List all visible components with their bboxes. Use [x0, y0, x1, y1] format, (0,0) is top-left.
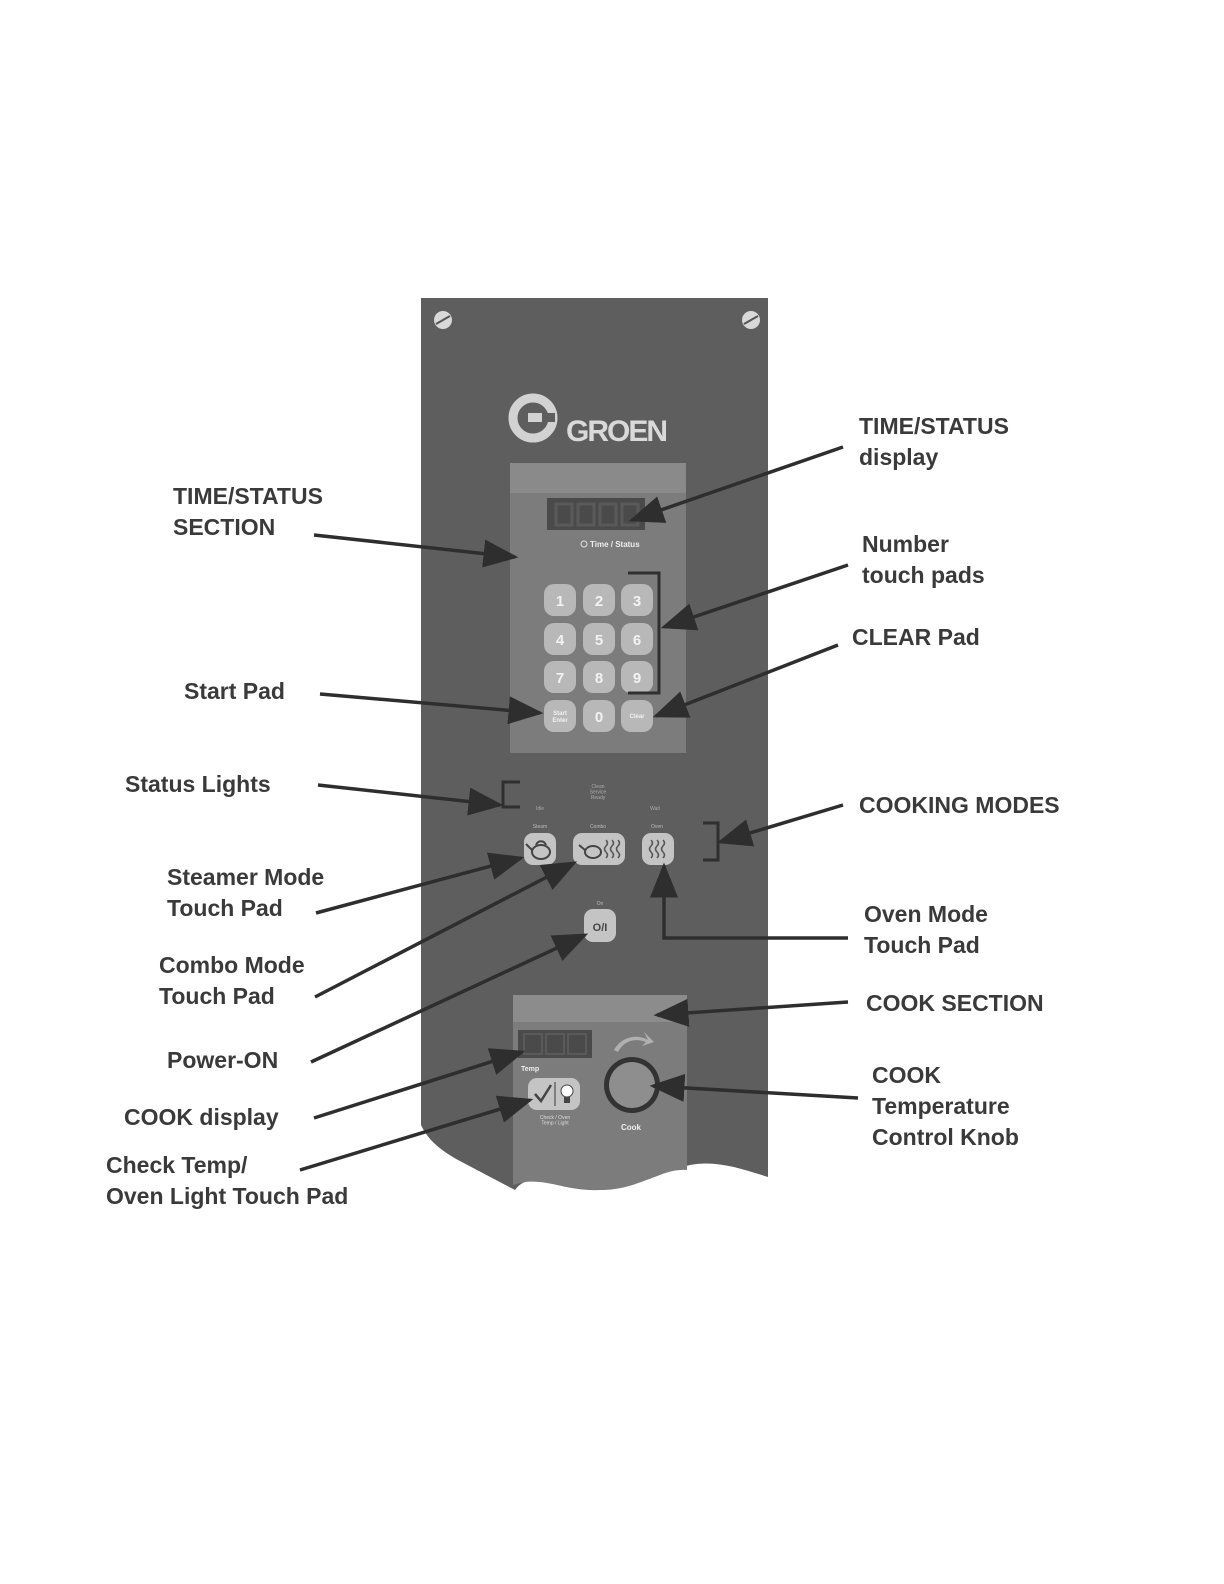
heat-waves-icon [603, 839, 621, 859]
callout-clear-pad: CLEAR Pad [852, 624, 980, 650]
callout-time-status-display: TIME/STATUS display [859, 413, 1009, 470]
keypad-key-5[interactable]: 5 [583, 623, 615, 655]
arrow-number-touch-pads [660, 563, 849, 631]
keypad-key-label: 9 [633, 670, 641, 687]
arrow-time-status-section [313, 533, 519, 568]
checkmark-icon [534, 1084, 553, 1104]
keypad-key-4[interactable]: 4 [544, 623, 576, 655]
keypad-bracket [628, 571, 661, 695]
keypad-key-label: 5 [595, 632, 603, 649]
callout-status-lights: Status Lights [125, 771, 271, 797]
check-temp-oven-light-button[interactable] [528, 1078, 580, 1110]
arrow-cook-section [653, 998, 849, 1027]
keypad-key-label: 1 [556, 593, 564, 610]
keypad-key-2[interactable]: 2 [583, 584, 615, 616]
keypad-key-label: Start [553, 711, 567, 717]
keypad-key-label: 0 [595, 709, 603, 726]
on-label: On [597, 901, 604, 907]
oven-mode-button[interactable] [642, 833, 674, 865]
cook-display-digits [523, 1033, 587, 1055]
keypad-key-3[interactable]: 3 [621, 584, 653, 616]
cook-temperature-knob[interactable] [604, 1057, 660, 1113]
arrow-check-temp [299, 1095, 534, 1172]
callout-steamer-mode: Steamer Mode Touch Pad [167, 864, 325, 921]
keypad-key-1[interactable]: 1 [544, 584, 576, 616]
callout-number-touch-pads: Number touch pads [862, 531, 985, 588]
groen-logo: GROEN [508, 393, 668, 448]
arrow-status-lights [317, 783, 504, 816]
cook-label: Cook [621, 1123, 642, 1132]
keypad-key-label: 8 [595, 670, 603, 687]
keypad-key-label: 4 [556, 632, 565, 649]
screw-icon [742, 311, 760, 329]
kettle-icon [578, 844, 602, 859]
oven-label: Oven [651, 824, 663, 830]
callout-cook-knob: COOK Temperature Control Knob [872, 1062, 1019, 1150]
keypad-key-7[interactable]: 7 [544, 661, 576, 693]
keypad-key-label: Enter [552, 718, 568, 724]
kettle-icon [525, 840, 551, 860]
callout-cook-display: COOK display [124, 1104, 279, 1130]
combo-mode-button[interactable] [573, 833, 625, 865]
keypad-key-8[interactable]: 8 [583, 661, 615, 693]
callout-check-temp: Check Temp/ Oven Light Touch Pad [106, 1152, 349, 1209]
power-on-button[interactable]: O/I [584, 909, 616, 942]
callout-start-pad: Start Pad [184, 678, 285, 704]
temp-label: Temp [521, 1066, 539, 1073]
time-status-label: Time / Status [590, 540, 640, 549]
cook-section-header [513, 995, 687, 1022]
arrow-cooking-modes [716, 803, 844, 847]
keypad-key-label: 7 [556, 670, 564, 687]
heat-waves-icon [648, 839, 666, 859]
rotate-arrow-icon [614, 1032, 654, 1052]
lightbulb-icon [560, 1084, 574, 1103]
arrow-oven-mode [650, 862, 848, 940]
callout-oven-mode: Oven Mode Touch Pad [864, 901, 988, 958]
clear-button[interactable]: Clear [621, 700, 653, 732]
arrow-cook-knob [649, 1073, 859, 1102]
arrow-clear-pad [652, 643, 839, 718]
callout-combo-mode: Combo Mode Touch Pad [159, 952, 305, 1009]
keypad-key-label: 6 [633, 632, 641, 649]
callout-time-status-section: TIME/STATUS SECTION [173, 483, 323, 540]
arrow-start-pad [319, 692, 544, 725]
screw-icon [434, 311, 452, 329]
clock-icon [580, 540, 588, 548]
power-icon: O/I [593, 922, 608, 934]
arrow-time-status-display [628, 445, 844, 523]
leader-arrows [299, 445, 859, 1172]
steam-label: Steam [533, 824, 547, 830]
steamer-mode-button[interactable] [524, 833, 556, 865]
keypad-key-label: 3 [633, 593, 641, 610]
brand-name: GROEN [566, 415, 666, 448]
keypad-key-label: 2 [595, 593, 603, 610]
callout-cooking-modes: COOKING MODES [859, 792, 1060, 818]
keypad-key-6[interactable]: 6 [621, 623, 653, 655]
seven-segment-digits [554, 502, 640, 527]
time-status-header [510, 463, 686, 493]
combo-label: Combo [590, 824, 606, 830]
keypad-key-9[interactable]: 9 [621, 661, 653, 693]
status-light-wait: Wait [650, 806, 660, 812]
arrow-steamer-mode [315, 852, 525, 915]
callout-cook-section: COOK SECTION [866, 990, 1044, 1016]
arrow-power-on [310, 933, 589, 1064]
callout-power-on: Power-ON [167, 1047, 279, 1073]
status-light-idle: Idle [536, 806, 544, 812]
arrow-combo-mode [314, 861, 578, 999]
arrow-cook-display [313, 1048, 526, 1120]
keypad-key-label: Clear [629, 714, 645, 720]
keypad-key-0[interactable]: 0 [583, 700, 615, 732]
